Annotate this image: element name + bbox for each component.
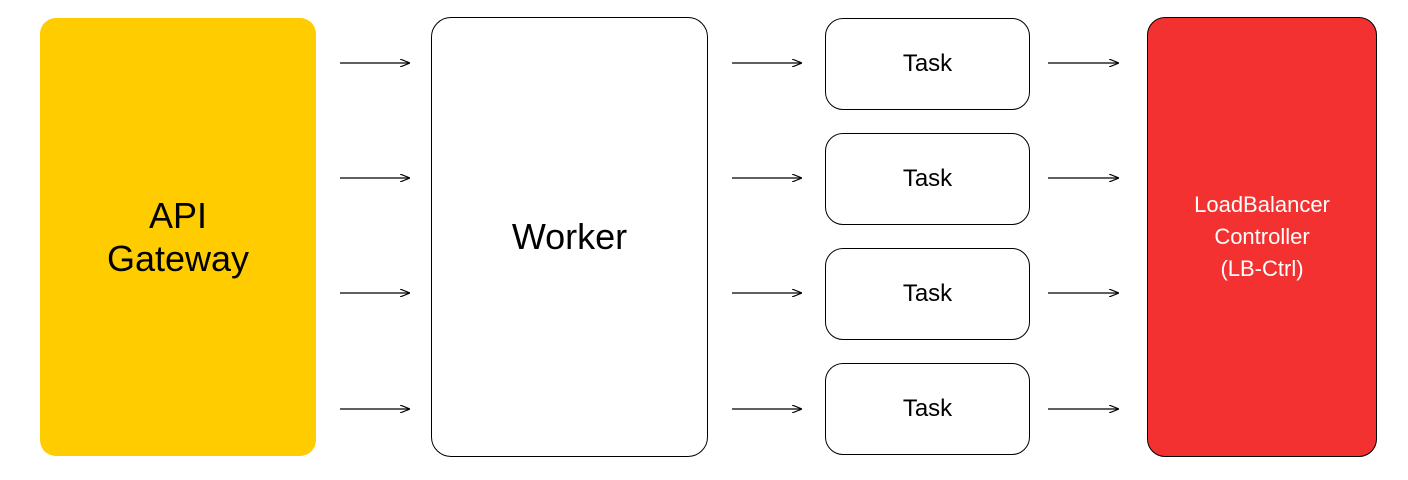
task-label-2: Task — [902, 165, 953, 192]
task-node-2: Task — [825, 133, 1030, 225]
worker-node: Worker — [431, 17, 708, 457]
loadbalancer-controller-label: LoadBalancer Controller (LB-Ctrl) — [1194, 192, 1330, 281]
loadbalancer-controller-node: LoadBalancer Controller (LB-Ctrl) — [1147, 17, 1377, 457]
task-node-3: Task — [825, 248, 1030, 340]
task-node-4: Task — [825, 363, 1030, 455]
task-label-1: Task — [902, 50, 953, 77]
api-gateway-node: API Gateway — [40, 18, 316, 456]
task-node-1: Task — [825, 18, 1030, 110]
task-label-3: Task — [902, 280, 953, 307]
api-gateway-label: API Gateway — [106, 194, 250, 279]
task-label-4: Task — [902, 395, 953, 422]
worker-label: Worker — [511, 216, 628, 257]
